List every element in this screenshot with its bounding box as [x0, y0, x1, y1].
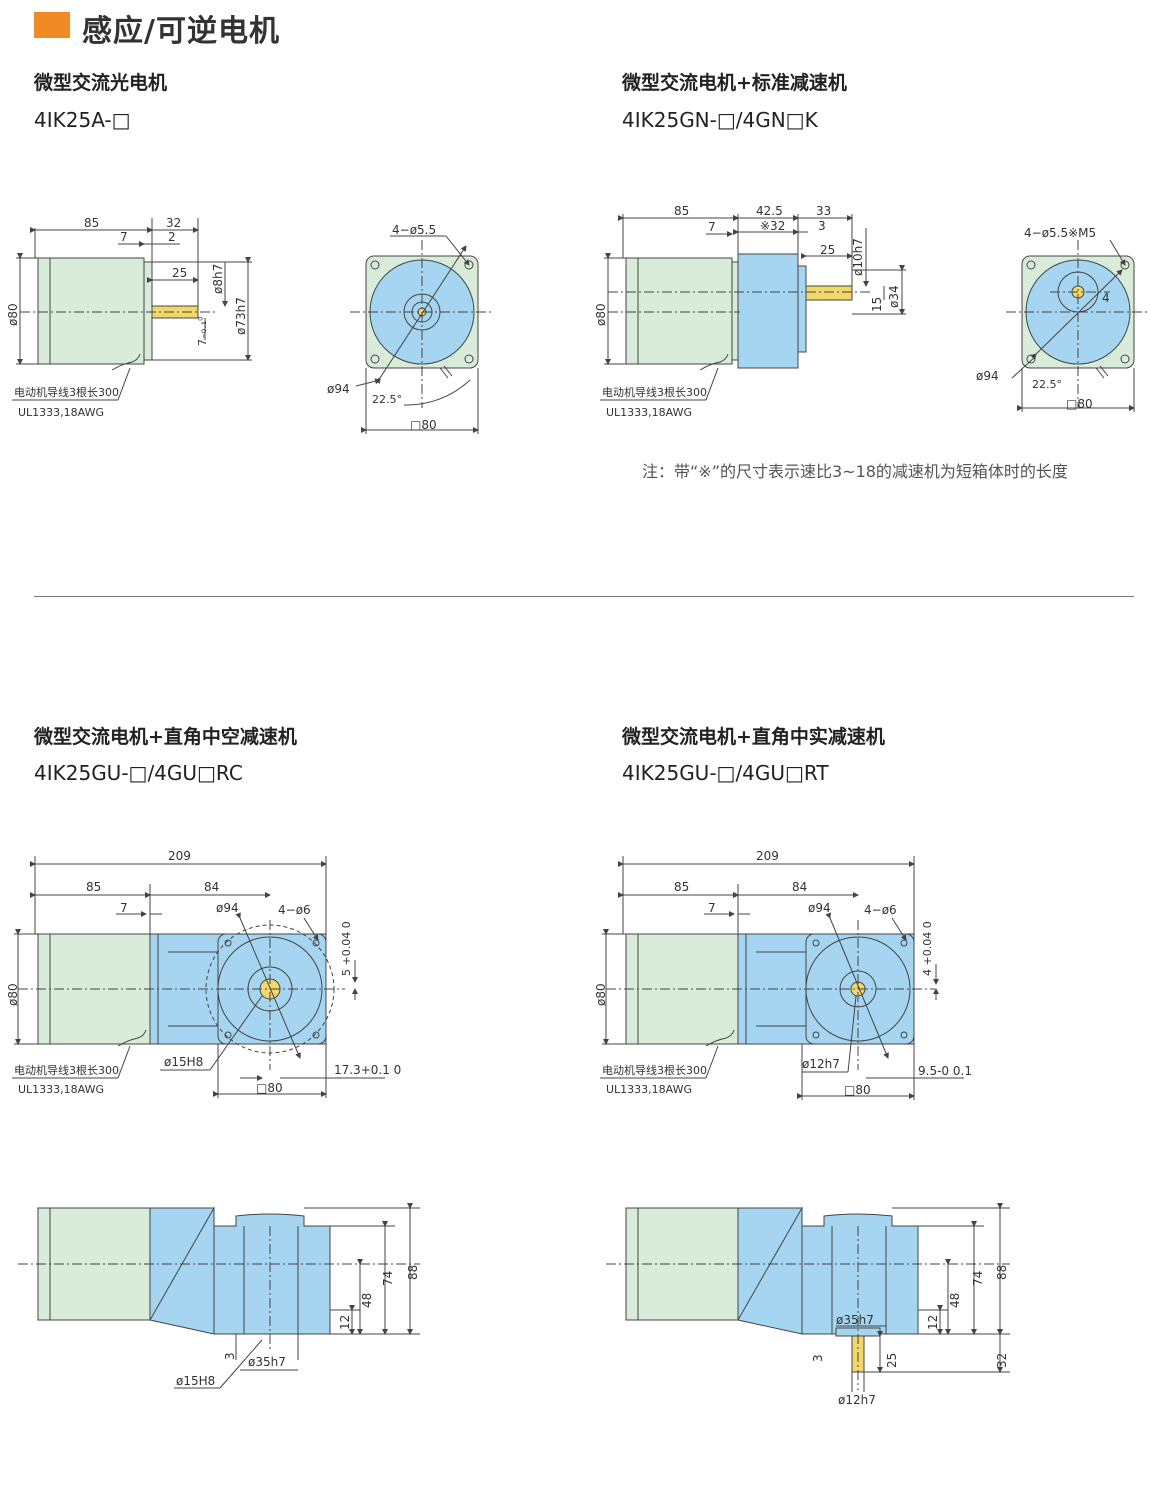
dim-94-4: ø94: [808, 901, 831, 915]
dim-35h7: ø35h7: [248, 1355, 286, 1369]
dim-x32: ※32: [760, 219, 785, 233]
drawing-2-side-view: [600, 214, 906, 401]
hole-spec-3: 4−ø6: [278, 903, 311, 917]
dim-3: 3: [818, 219, 826, 233]
dim-48: 48: [360, 1293, 374, 1308]
dim-25-2: 25: [820, 243, 835, 257]
dim-209-4: 209: [756, 849, 779, 863]
dim-15: 15: [870, 297, 884, 312]
hole-spec-2: 4−ø5.5※M5: [1024, 226, 1096, 240]
dim-9-5: 9.5-0 0.1: [918, 1064, 972, 1078]
dim-7-4: 7: [708, 901, 716, 915]
dim-80-vertical-3: ø80: [6, 983, 20, 1006]
dim-85: 85: [84, 216, 99, 230]
dim-84-4: 84: [792, 880, 807, 894]
dim-74: 74: [381, 1271, 395, 1286]
dim-4-key: 4: [1102, 291, 1110, 305]
drawing-2-front-view: [1006, 239, 1150, 412]
page-title: 感应/可逆电机: [82, 14, 280, 49]
wire-label-3: 电动机导线3根长300: [14, 1063, 119, 1077]
dim-85-2: 85: [674, 204, 689, 218]
dim-2: 2: [168, 230, 176, 244]
drawing-4-top-view: [600, 856, 964, 1100]
wire-spec-1: UL1333,18AWG: [18, 406, 104, 419]
section-title-1: 微型交流光电机: [34, 72, 168, 94]
dim-sq80-1: □80: [410, 418, 437, 432]
dim-80-vertical-4: ø80: [594, 983, 608, 1006]
hole-spec-4: 4−ø6: [864, 903, 897, 917]
dim-84: 84: [204, 880, 219, 894]
dim-32-4: 32: [995, 1353, 1009, 1368]
dim-80-vertical-2: ø80: [594, 303, 608, 326]
dim-7-tolerance: 7₋₀.₁⁰: [196, 316, 209, 346]
dim-sq80-2: □80: [1066, 397, 1093, 411]
dim-35h7-4: ø35h7: [836, 1313, 874, 1327]
dim-10h7: ø10h7: [851, 238, 865, 276]
drawing-3-top-view: [12, 856, 385, 1098]
dim-5-tolerance: 5 +0.04 0: [340, 921, 353, 976]
dim-94-3: ø94: [216, 901, 239, 915]
drawing-1-side-view: [12, 218, 252, 401]
dim-8h7: ø8h7: [211, 264, 225, 294]
dim-94-2: ø94: [976, 369, 999, 383]
dim-7: 7: [120, 230, 128, 244]
dim-85-3: 85: [86, 880, 101, 894]
section-model-1: 4IK25A-□: [34, 108, 131, 132]
section-title-4: 微型交流电机+直角中实减速机: [622, 726, 885, 748]
dim-12h7-side: ø12h7: [838, 1393, 876, 1407]
dim-33: 33: [816, 204, 831, 218]
dim-12h7: ø12h7: [802, 1057, 840, 1071]
dim-32: 32: [166, 216, 181, 230]
dim-80-vertical: ø80: [6, 303, 20, 326]
wire-label-1: 电动机导线3根长300: [14, 385, 119, 399]
dim-34: ø34: [887, 285, 901, 308]
dim-7-2: 7: [708, 220, 716, 234]
dim-88: 88: [406, 1265, 420, 1280]
wire-spec-4: UL1333,18AWG: [606, 1083, 692, 1096]
dim-94-1: ø94: [327, 382, 350, 396]
section-divider: [34, 596, 1134, 597]
dim-73h7: ø73h7: [234, 297, 248, 335]
dim-12: 12: [338, 1315, 352, 1330]
dim-25-4: 25: [885, 1353, 899, 1368]
dim-sq80-4: □80: [844, 1083, 871, 1097]
dim-12-4: 12: [926, 1315, 940, 1330]
section-model-3: 4IK25GU-□/4GU□RC: [34, 761, 243, 785]
dim-3-4: 3: [811, 1354, 825, 1362]
dim-17-3: 17.3+0.1 0: [334, 1063, 401, 1077]
drawing-3-side-view: [18, 1203, 420, 1389]
dim-88-4: 88: [995, 1265, 1009, 1280]
angle-1: 22.5°: [372, 393, 402, 406]
dim-4-tolerance: 4 +0.04 0: [921, 921, 934, 976]
angle-2: 22.5°: [1032, 378, 1062, 391]
dim-85-4: 85: [674, 880, 689, 894]
section-model-2: 4IK25GN-□/4GN□K: [622, 108, 818, 132]
section-title-2: 微型交流电机+标准减速机: [622, 72, 847, 94]
wire-label-2: 电动机导线3根长300: [602, 385, 707, 399]
hole-spec-1: 4−ø5.5: [392, 223, 436, 237]
dim-209: 209: [168, 849, 191, 863]
section-title-3: 微型交流电机+直角中空减速机: [34, 726, 297, 748]
note-text: 注：带“※”的尺寸表示速比3~18的减速机为短箱体时的长度: [642, 462, 1068, 481]
section-model-4: 4IK25GU-□/4GU□RT: [622, 761, 829, 785]
wire-label-4: 电动机导线3根长300: [602, 1063, 707, 1077]
dim-sq80-3: □80: [256, 1081, 283, 1095]
wire-spec-3: UL1333,18AWG: [18, 1083, 104, 1096]
dim-25: 25: [172, 266, 187, 280]
dim-15h8-side: ø15H8: [176, 1374, 215, 1388]
dim-7-3: 7: [120, 901, 128, 915]
dim-74-4: 74: [971, 1271, 985, 1286]
wire-spec-2: UL1333,18AWG: [606, 406, 692, 419]
dim-15h8: ø15H8: [164, 1055, 203, 1069]
dim-42-5: 42.5: [756, 204, 783, 218]
header-accent-square: [34, 12, 70, 38]
dim-48-4: 48: [948, 1293, 962, 1308]
drawing-4-side-view: [606, 1203, 1010, 1392]
drawing-1-front-view: [350, 235, 494, 434]
dim-3-3: 3: [223, 1352, 237, 1360]
